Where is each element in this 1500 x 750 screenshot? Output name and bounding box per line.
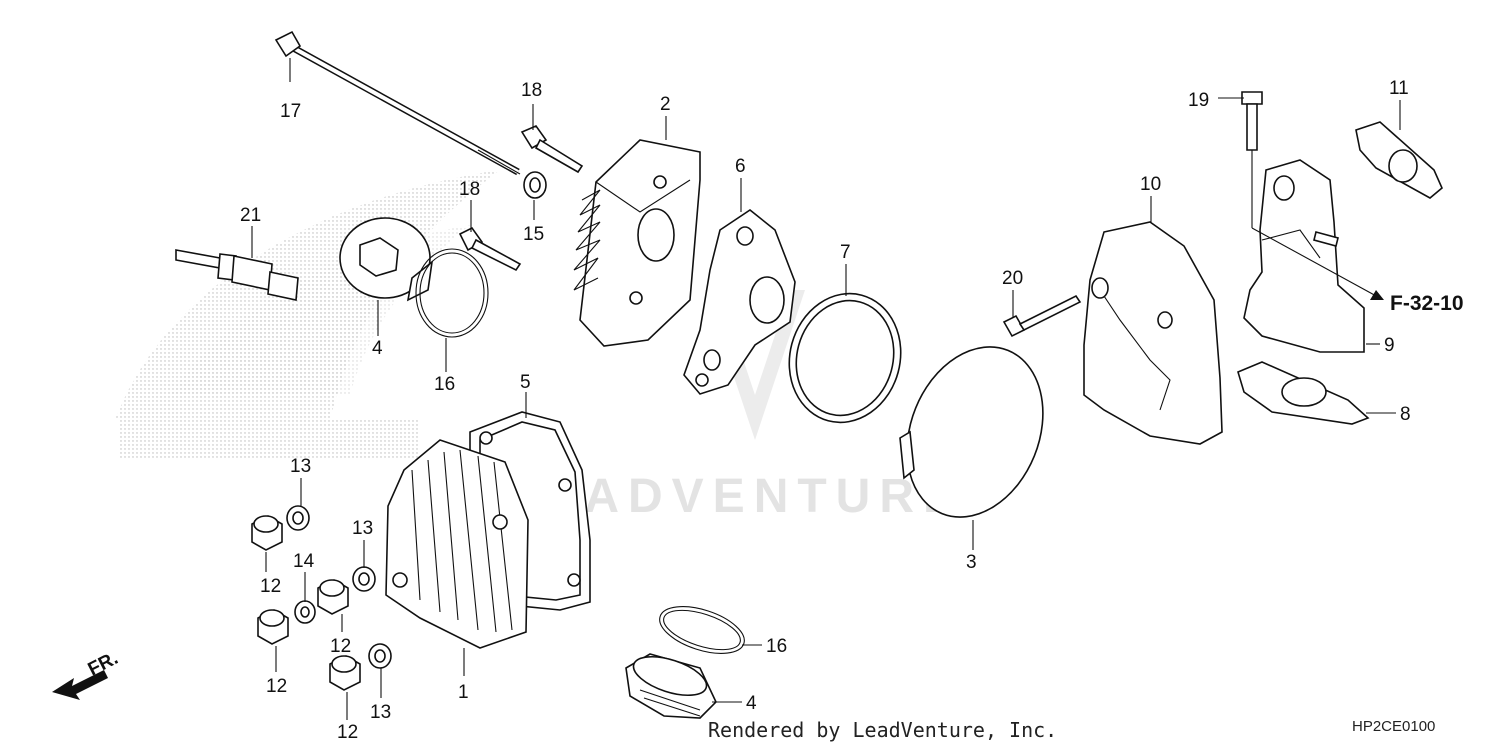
callout-13a: 13 [290, 456, 311, 477]
part-13-washer-a[interactable] [286, 505, 310, 531]
callout-20: 20 [1002, 268, 1023, 289]
part-8-gasket[interactable] [1237, 361, 1370, 425]
part-4-plug-lower[interactable] [625, 649, 717, 719]
callout-1: 1 [458, 682, 469, 703]
callout-11: 11 [1389, 78, 1409, 99]
part-4-plug-upper[interactable] [339, 217, 434, 302]
render-credit: Rendered by LeadVenture, Inc. [708, 718, 1058, 742]
leader-lines [251, 58, 1401, 720]
part-13-washer-b[interactable] [352, 566, 376, 592]
part-1-head-cover[interactable] [385, 439, 529, 649]
callout-7: 7 [840, 242, 851, 263]
callout-8: 8 [1400, 404, 1411, 425]
callout-13c: 13 [370, 702, 391, 723]
part-12-cap-nut-a[interactable] [251, 515, 283, 551]
callout-18b: 18 [459, 179, 480, 200]
part-2-finned-cover[interactable] [573, 139, 701, 347]
callout-4b: 4 [746, 693, 757, 714]
callout-4: 4 [372, 338, 383, 359]
part-15-washer[interactable] [523, 171, 547, 199]
front-marker-label: FR. [85, 648, 122, 681]
part-20-bolt[interactable] [1002, 294, 1082, 338]
part-17-stud-bolt[interactable] [274, 30, 521, 176]
callout-16b: 16 [766, 636, 787, 657]
callout-12b: 12 [330, 636, 351, 657]
part-14-washer[interactable] [294, 600, 316, 624]
part-7-gasket-ring[interactable] [775, 281, 915, 435]
callout-labels: 17 18 2 6 7 10 19 11 21 18 15 20 4 16 9 … [240, 78, 1411, 743]
reference-arrow: F-32-10 [1251, 227, 1464, 315]
callout-10: 10 [1140, 174, 1161, 195]
part-18-bolt-lower[interactable] [458, 226, 522, 272]
honda-logo-background [115, 170, 500, 460]
part-12-cap-nut-c[interactable] [257, 609, 289, 645]
callout-17: 17 [280, 101, 301, 122]
callout-16: 16 [434, 374, 455, 395]
part-12-cap-nut-b[interactable] [317, 579, 349, 615]
part-16-o-ring-upper[interactable] [415, 248, 489, 338]
callout-13b: 13 [352, 518, 373, 539]
part-3-round-cover[interactable] [883, 326, 1068, 537]
callout-21: 21 [240, 205, 261, 226]
reference-label: F-32-10 [1390, 292, 1464, 315]
callout-18: 18 [521, 80, 542, 101]
callout-3: 3 [966, 552, 977, 573]
callout-6: 6 [735, 156, 746, 177]
callout-15: 15 [523, 224, 544, 245]
callout-12a: 12 [260, 576, 281, 597]
part-16-o-ring-lower[interactable] [654, 597, 750, 662]
part-12-cap-nut-d[interactable] [329, 655, 361, 691]
front-direction-arrow: FR. [52, 648, 122, 700]
callout-12c: 12 [266, 676, 287, 697]
part-19-bolt[interactable] [1241, 91, 1263, 228]
callout-12d: 12 [337, 722, 358, 743]
callout-2: 2 [660, 94, 671, 115]
callout-9: 9 [1384, 335, 1395, 356]
part-18-bolt-upper[interactable] [520, 125, 584, 174]
diagram-code: HP2CE0100 [1352, 718, 1436, 735]
callout-14: 14 [293, 551, 315, 572]
part-21-spark-plug[interactable] [175, 249, 299, 301]
part-11-gasket[interactable] [1355, 121, 1443, 199]
part-6-gasket[interactable] [683, 209, 796, 395]
part-10-housing[interactable] [1083, 221, 1223, 445]
callout-19: 19 [1188, 90, 1209, 111]
callout-5: 5 [520, 372, 531, 393]
part-13-washer-c[interactable] [368, 643, 392, 669]
